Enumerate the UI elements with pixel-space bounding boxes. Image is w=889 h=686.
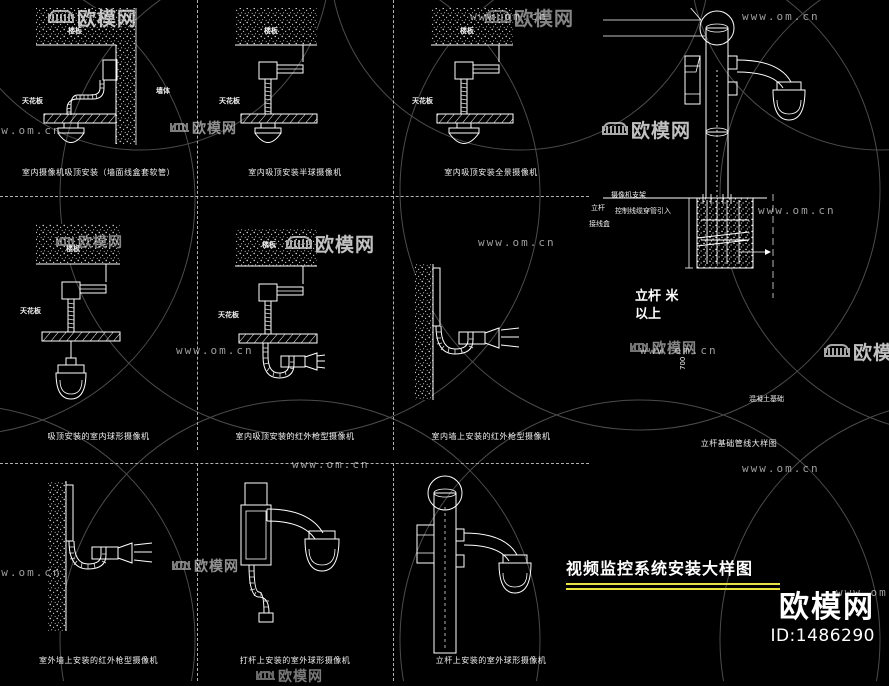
pole-height-note-line2: 以上 (635, 307, 662, 322)
title-underline-1 (566, 583, 780, 585)
panel-5-drawing (235, 228, 326, 379)
pole-detail-caption: 立杆基础管线大样图 (700, 439, 778, 448)
model-id: ID:1486290 (770, 625, 875, 646)
panel-9-drawing (416, 475, 532, 654)
drawing-title-block: 视频监控系统安装大样图 (566, 555, 780, 590)
panel-1-label-slab: 楼板 (68, 27, 82, 35)
panel-4-caption: 吸顶安装的室内球形摄像机 (47, 432, 150, 441)
annotation-camera-bracket: 摄像机支架 (611, 191, 646, 199)
panel-2-caption: 室内吸顶安装半球摄像机 (248, 168, 342, 177)
drawing-title: 视频监控系统安装大样图 (566, 559, 754, 578)
panel-5-label-slab: 楼板 (262, 241, 276, 249)
annotation-pole: 立杆 (591, 204, 605, 212)
annotation-control-cable-conduit: 控制线缆穿管引入 (615, 207, 671, 215)
panel-3-label-slab: 楼板 (460, 27, 474, 35)
pole-foundation-drawing (603, 8, 806, 298)
pole-height-note-line1: 立杆 米 (635, 289, 679, 304)
panel-5-caption: 室内吸顶安装的红外枪型摄像机 (235, 432, 355, 441)
panel-7-drawing (48, 481, 153, 631)
brand-block: 欧模网 ID:1486290 (770, 592, 875, 646)
brand-name: 欧模网 (779, 590, 875, 625)
panel-3-label-ceiling: 天花板 (412, 97, 433, 105)
detail-panel-grid: 楼板 天花板 墙体 室内摄像机吸顶安装（墙面线盒套软管） (20, 8, 551, 665)
panel-4-label-slab: 楼板 (66, 245, 80, 253)
panel-1-caption: 室内摄像机吸顶安装（墙面线盒套软管） (22, 168, 175, 177)
panel-7-caption: 室外墙上安装的红外枪型摄像机 (39, 656, 158, 665)
panel-6-caption: 室内墙上安装的红外枪型摄像机 (431, 432, 551, 441)
title-underline-2 (566, 588, 780, 590)
panel-8-caption: 打杆上安装的室外球形摄像机 (239, 656, 351, 665)
panel-2-label-slab: 楼板 (264, 27, 278, 35)
annotation-junction-box: 接线盒 (589, 220, 610, 228)
panel-2-label-ceiling: 天花板 (219, 97, 240, 105)
panel-3-caption: 室内吸顶安装全景摄像机 (444, 168, 538, 177)
panel-5-label-ceiling: 天花板 (218, 311, 239, 319)
panel-8-drawing (240, 482, 340, 623)
panel-6-drawing (415, 264, 520, 400)
panel-1-label-ceiling: 天花板 (22, 97, 43, 105)
panel-9-caption: 立杆上安装的室外球形摄像机 (435, 656, 547, 665)
panel-1-label-wall: 墙体 (156, 87, 170, 95)
pole-dimension-700: 700 (679, 356, 687, 370)
annotation-concrete-foundation: 混凝土基础 (749, 395, 784, 403)
panel-4-label-ceiling: 天花板 (20, 307, 41, 315)
panel-4-drawing (36, 224, 121, 400)
